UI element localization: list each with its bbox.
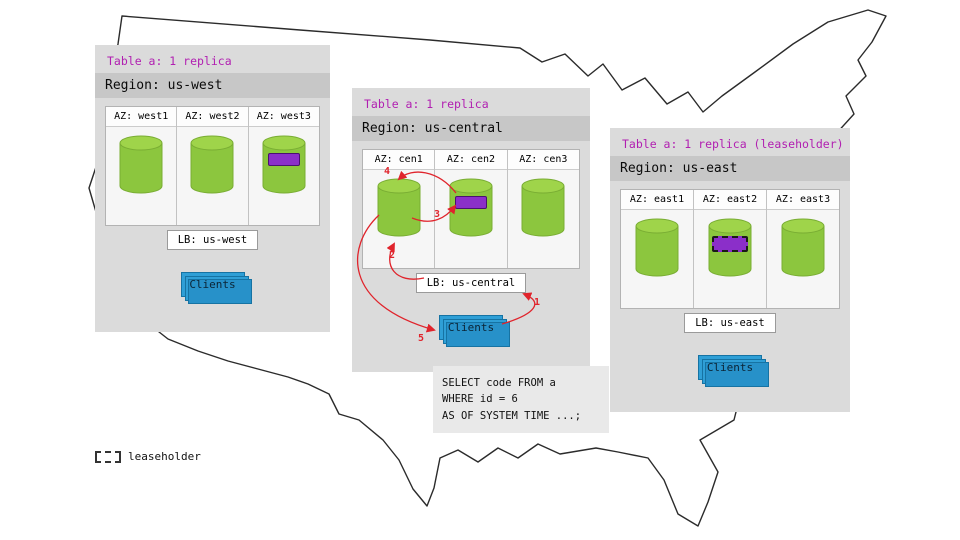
table-label: Table a: 1 replica	[364, 97, 489, 111]
region-panel-us-east: Table a: 1 replica (leaseholder) Region:…	[610, 128, 850, 412]
load-balancer: LB: us-central	[415, 273, 527, 293]
az-column: AZ: east2	[694, 190, 767, 308]
region-header: Region: us-east	[610, 156, 850, 181]
az-column: AZ: cen1	[363, 150, 436, 268]
az-label: AZ: west1	[106, 107, 177, 127]
az-label: AZ: cen3	[507, 150, 579, 170]
database-cylinder-icon	[781, 218, 825, 277]
az-column: AZ: cen3	[507, 150, 579, 268]
flow-step-number: 5	[418, 333, 425, 344]
az-label: AZ: east2	[694, 190, 766, 210]
region-panel-us-west: Table a: 1 replica Region: us-west AZ: w…	[95, 45, 330, 332]
leaseholder-replica-marker	[712, 236, 748, 252]
leaseholder-swatch-icon	[95, 450, 121, 463]
region-header: Region: us-central	[352, 116, 590, 141]
az-label: AZ: east3	[767, 190, 839, 210]
flow-step-number: 2	[389, 250, 396, 261]
az-column: AZ: east3	[767, 190, 839, 308]
clients-box: Clients	[698, 355, 769, 387]
legend-label: leaseholder	[128, 450, 201, 463]
flow-step-number: 1	[534, 297, 541, 308]
sql-line: SELECT code FROM a	[442, 377, 556, 389]
sql-line: WHERE id = 6	[442, 393, 518, 406]
database-cylinder-icon	[119, 135, 163, 194]
sql-query-box: SELECT code FROM a WHERE id = 6 AS OF SY…	[433, 366, 609, 433]
clients-box: Clients	[439, 315, 510, 347]
flow-step-number: 4	[384, 166, 391, 177]
table-label: Table a: 1 replica (leaseholder)	[622, 137, 844, 151]
table-label: Table a: 1 replica	[107, 54, 232, 68]
az-label: AZ: west3	[248, 107, 319, 127]
clients-box: Clients	[180, 272, 252, 304]
region-header: Region: us-west	[95, 73, 330, 98]
az-column: AZ: west1	[106, 107, 178, 225]
az-label: AZ: cen2	[435, 150, 507, 170]
flow-step-number: 3	[434, 209, 441, 220]
region-panel-us-central: Table a: 1 replica Region: us-central AZ…	[352, 88, 590, 372]
az-column: AZ: west2	[177, 107, 249, 225]
database-cylinder-icon	[521, 178, 565, 237]
database-cylinder-icon	[377, 178, 421, 237]
replica-marker	[454, 196, 487, 209]
replica-marker	[267, 153, 300, 166]
legend: leaseholder	[95, 450, 201, 463]
sql-line: AS OF SYSTEM TIME ...;	[442, 409, 582, 422]
az-label: AZ: cen1	[363, 150, 435, 170]
load-balancer: LB: us-west	[166, 230, 259, 250]
load-balancer: LB: us-east	[684, 313, 776, 333]
az-column: AZ: east1	[621, 190, 694, 308]
az-column: AZ: cen2	[435, 150, 508, 268]
database-cylinder-icon	[635, 218, 679, 277]
az-column: AZ: west3	[248, 107, 319, 225]
database-cylinder-icon	[190, 135, 234, 194]
az-label: AZ: east1	[621, 190, 693, 210]
az-label: AZ: west2	[177, 107, 248, 127]
az-group: AZ: east1 AZ: east2 AZ: east3	[620, 189, 840, 309]
az-group: AZ: west1 AZ: west2 AZ: west3	[105, 106, 320, 226]
